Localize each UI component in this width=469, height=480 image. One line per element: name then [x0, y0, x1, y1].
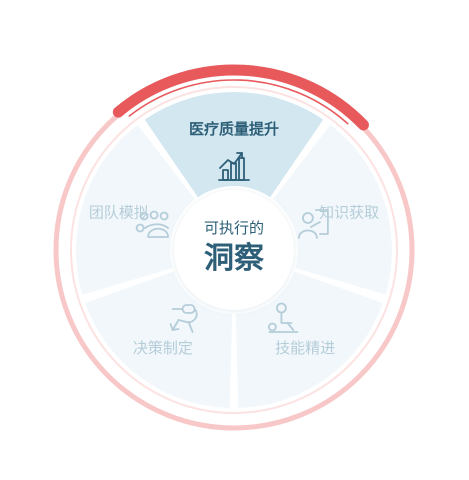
accent-arc	[112, 64, 369, 131]
segment-2: 知识获取	[273, 124, 392, 295]
segment-label: 团队模拟	[89, 204, 149, 222]
segment-shape	[85, 271, 233, 408]
segment-5: 团队模拟	[76, 124, 195, 295]
segment-1: 医疗质量提升	[144, 92, 324, 198]
bar-chart-icon	[218, 152, 250, 181]
segment-label: 决策制定	[133, 339, 193, 357]
center-disk	[174, 190, 294, 310]
center-title-large: 洞察	[204, 241, 265, 276]
person-screen-icon	[297, 209, 329, 239]
segment-3: 技能精进	[235, 271, 383, 408]
segment-4: 决策制定	[85, 271, 233, 408]
team-group-icon	[135, 210, 170, 238]
segment-label: 知识获取	[319, 204, 379, 222]
segment-label: 技能精进	[275, 339, 335, 357]
person-practice-icon	[267, 302, 299, 333]
segment-shape	[144, 92, 324, 198]
segment-shape	[235, 271, 383, 408]
segment-label: 医疗质量提升	[189, 120, 279, 138]
accent-arc-inner-line	[128, 79, 349, 125]
center-title-small: 可执行的	[204, 219, 264, 237]
segment-shape	[273, 124, 392, 295]
decision-pathway-icon	[169, 304, 198, 333]
segment-shape	[76, 124, 195, 295]
